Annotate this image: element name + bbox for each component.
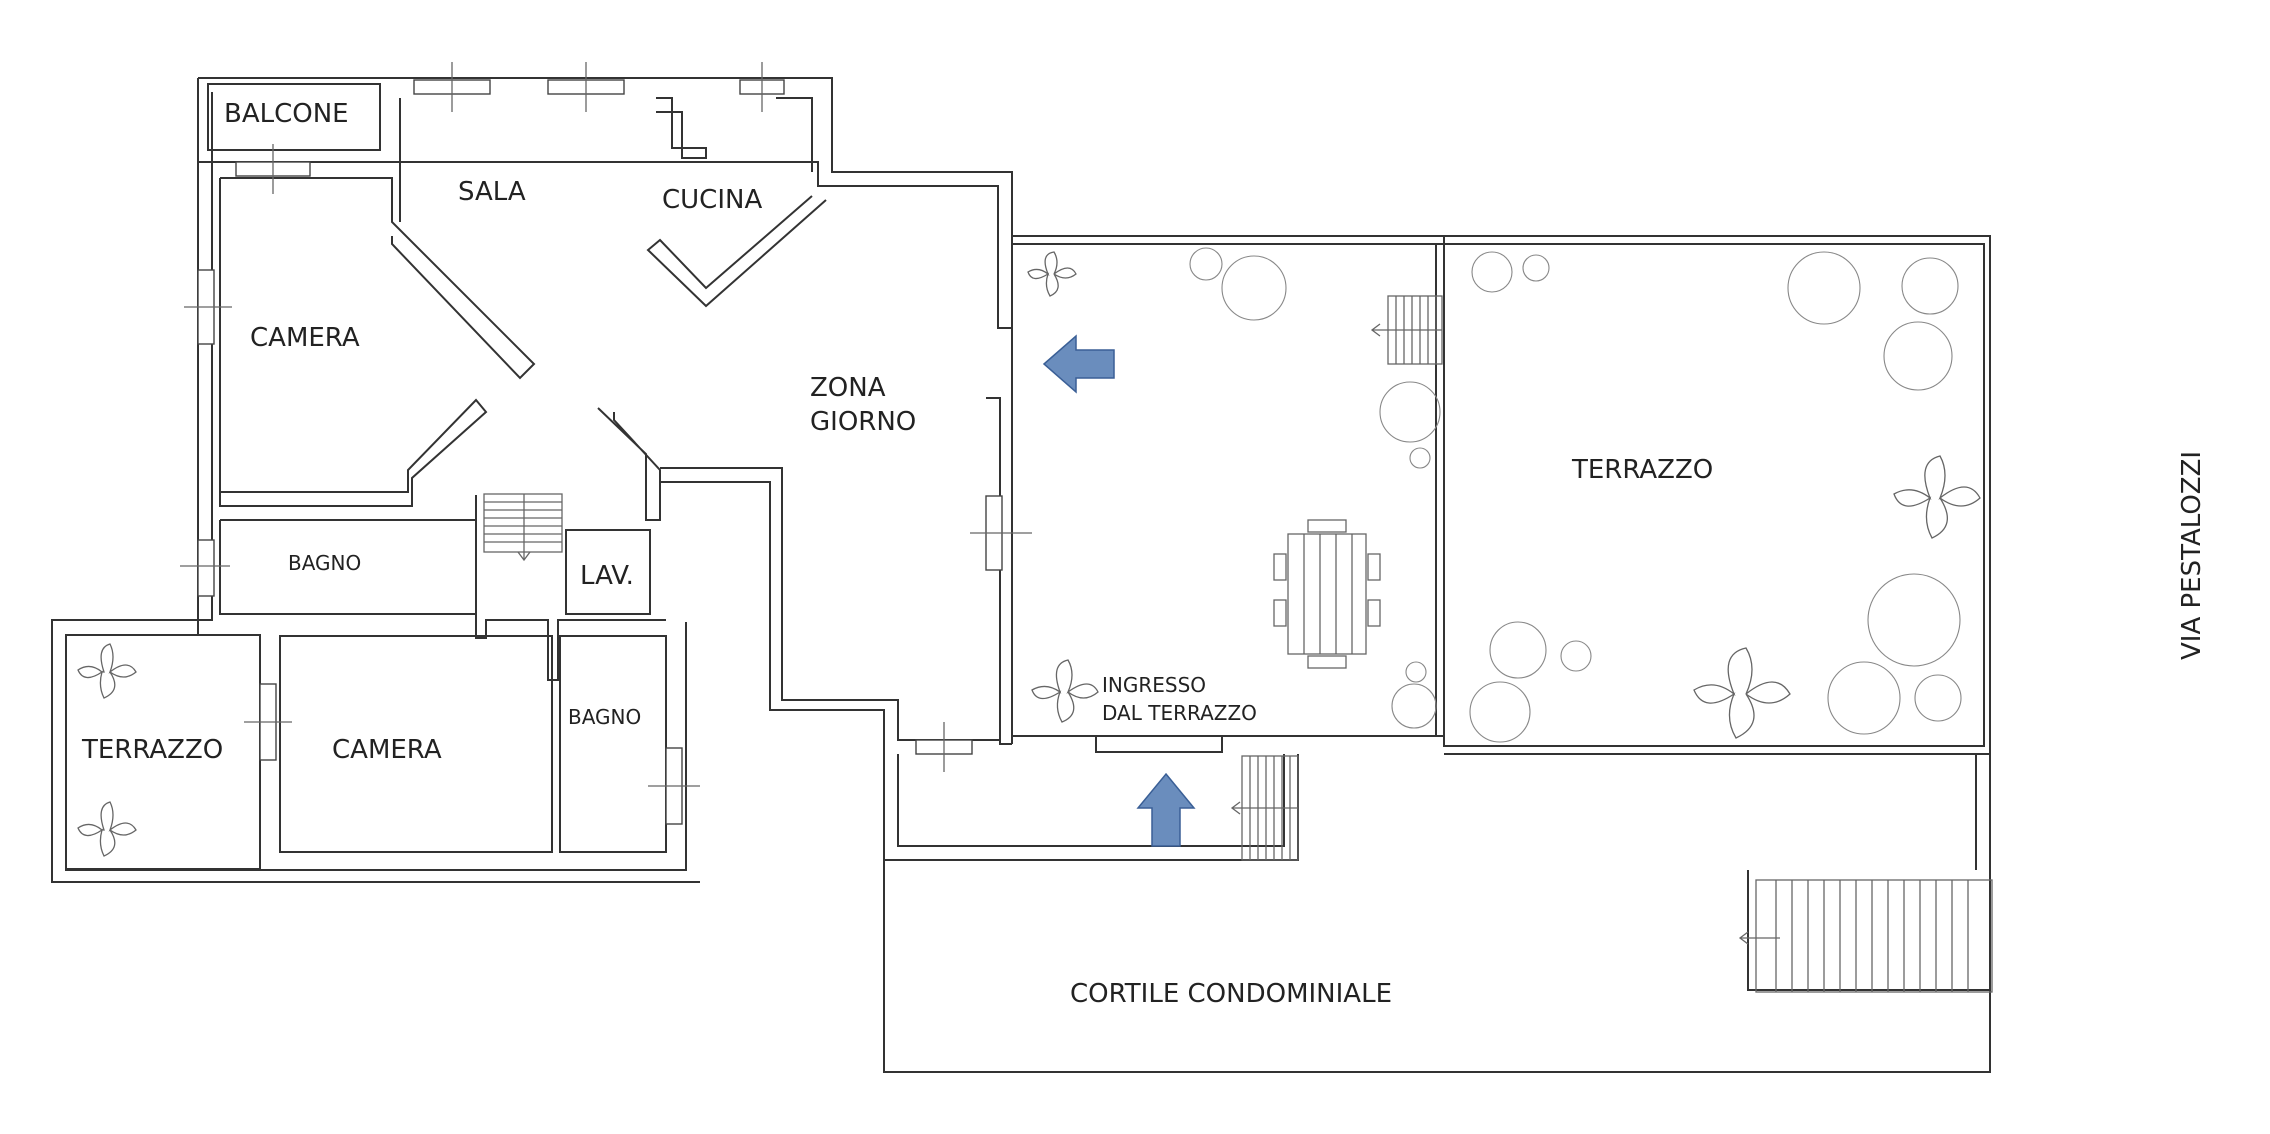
windows [180,62,1032,825]
plant-icon [1693,647,1791,739]
dining-table-icon [1273,519,1381,669]
room-label-balcone: BALCONE [224,99,349,129]
entrance-arrow-icon [1136,772,1196,847]
room-label-ingresso-1: INGRESSO [1102,673,1206,697]
stair-icon [1738,879,1993,993]
plant-icon [1189,247,1962,743]
room-label-bagno-bottom: BAGNO [568,705,641,729]
plant-icon [77,801,137,857]
room-label-terrazzo-right: TERRAZZO [1571,455,1713,485]
room-label-lav: LAV. [580,561,634,591]
room-label-cortile: CORTILE CONDOMINIALE [1070,979,1392,1009]
entrance-arrow-icon [1042,334,1115,394]
walls [51,77,1991,1073]
stair-icon [1230,755,1299,861]
room-label-cucina: CUCINA [662,185,762,215]
room-label-bagno-left: BAGNO [288,551,361,575]
room-label-terrazzo-left: TERRAZZO [81,735,223,765]
plant-icon [1893,455,1981,539]
room-label-zona-giorno-1: ZONA [810,373,886,403]
stair-icon [483,493,563,562]
stair-icon [1370,295,1443,365]
room-label-camera-top: CAMERA [250,323,360,353]
plant-icon [77,643,137,699]
room-label-camera-bottom: CAMERA [332,735,442,765]
plant-icon [1027,251,1077,297]
room-label-sala: SALA [458,177,526,207]
plant-icon [1031,659,1099,723]
room-label-ingresso-2: DAL TERRAZZO [1102,701,1257,725]
room-label-zona-giorno-2: GIORNO [810,407,916,437]
street-label: VIA PESTALOZZI [2177,451,2207,660]
